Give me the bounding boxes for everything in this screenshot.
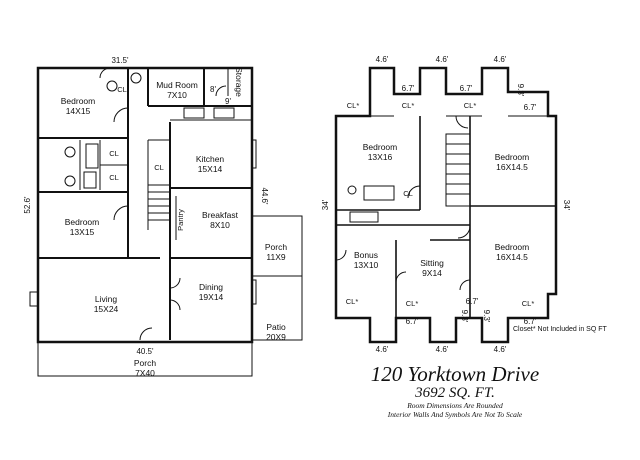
upper-dim-inner-bottom-2: 6.7' <box>466 297 479 306</box>
front-porch <box>37 341 253 377</box>
upper-dim-bottom-v-2: 9.3' <box>482 310 491 323</box>
bonus-label: Bonus <box>354 250 378 260</box>
upper-dim-inner-top-1: 6.7' <box>402 84 415 93</box>
upper-dim-top-1: 4.6' <box>376 55 389 64</box>
rounding-note: Room Dimensions Are Rounded <box>407 401 503 410</box>
upper-dim-right-top-v: 9.3' <box>516 84 525 97</box>
living-label: Living <box>95 294 117 304</box>
closet-label-3: CL <box>109 173 119 182</box>
dim-right: 44.6' <box>260 187 269 205</box>
dining-size: 19X14 <box>199 292 224 302</box>
upper-dim-inner-bottom-1: 6.7' <box>406 317 419 326</box>
upper-dim-bottom-3: 4.6' <box>494 345 507 354</box>
bedroom-size: 14X15 <box>66 106 91 116</box>
mud-room-label: Mud Room <box>156 80 198 90</box>
upper-closet-6: CL* <box>406 299 419 308</box>
address-title: 120 Yorktown Drive <box>370 362 540 386</box>
upper-closet-2: CL* <box>402 101 415 110</box>
dim-bottom: 40.5' <box>136 347 154 356</box>
closet-label-2: CL <box>109 149 119 158</box>
storage-label: Storage <box>234 67 244 97</box>
closet-label-1: CL <box>117 85 127 94</box>
upper-dim-left: 34' <box>321 199 330 210</box>
living-size: 15X24 <box>94 304 119 314</box>
plan-title-block: 120 Yorktown Drive 3692 SQ. FT. Room Dim… <box>340 363 570 419</box>
upper-bedroom2-label: Bedroom <box>495 152 530 162</box>
mud-room-size: 7X10 <box>167 90 187 100</box>
upper-dim-bottom-2: 4.6' <box>436 345 449 354</box>
dim-storage-h: 8' <box>210 85 216 94</box>
breakfast-size: 8X10 <box>210 220 230 230</box>
closet-label-4: CL <box>154 163 164 172</box>
front-porch-size: 7X40 <box>135 368 155 378</box>
upper-dim-bottom-1: 4.6' <box>376 345 389 354</box>
upper-dim-inner-top-3: 6.7' <box>524 103 537 112</box>
side-porch-size: 11X9 <box>266 252 285 262</box>
upper-closet-5: CL* <box>346 297 359 306</box>
second-floor: Bedroom 13X16 Bedroom 16X14.5 Bedroom 16… <box>321 55 571 354</box>
upper-closet-4: CL <box>403 189 413 198</box>
scale-note: Interior Walls And Symbols Are Not To Sc… <box>387 410 523 419</box>
upper-dim-inner-bottom-3: 6.7' <box>524 317 537 326</box>
upper-closet-1: CL* <box>347 101 360 110</box>
bedroom-label: Bedroom <box>61 96 96 106</box>
kitchen-size: 15X14 <box>198 164 223 174</box>
upper-dim-top-3: 4.6' <box>494 55 507 64</box>
upper-bedroom2-size: 16X14.5 <box>496 162 528 172</box>
dim-storage-w: 9' <box>225 97 231 106</box>
upper-dim-right: 34' <box>562 200 571 211</box>
pantry-label: Pantry <box>176 209 185 231</box>
bedroom2-size: 13X15 <box>70 227 95 237</box>
second-floor-outline <box>334 66 558 344</box>
dim-top: 31.5' <box>111 56 129 65</box>
sitting-size: 9X14 <box>422 268 442 278</box>
side-porch-label: Porch <box>265 242 287 252</box>
patio-label: Patio <box>266 322 286 332</box>
breakfast-label: Breakfast <box>202 210 239 220</box>
dim-left: 52.6' <box>23 196 32 214</box>
side-porch-patio <box>251 215 303 341</box>
square-footage: 3692 SQ. FT. <box>415 385 495 401</box>
patio-size: 20X9 <box>266 332 286 342</box>
upper-dim-top-2: 4.6' <box>436 55 449 64</box>
bonus-size: 13X10 <box>354 260 379 270</box>
upper-bedroom3-size: 16X14.5 <box>496 252 528 262</box>
upper-bedroom1-size: 13X16 <box>368 152 393 162</box>
front-porch-label: Porch <box>134 358 156 368</box>
sitting-label: Sitting <box>420 258 444 268</box>
bedroom2-label: Bedroom <box>65 217 100 227</box>
upper-bedroom3-label: Bedroom <box>495 242 530 252</box>
upper-bedroom1-label: Bedroom <box>363 142 398 152</box>
upper-closet-7: CL* <box>522 299 535 308</box>
dining-label: Dining <box>199 282 223 292</box>
kitchen-label: Kitchen <box>196 154 225 164</box>
upper-dim-bottom-v-1: 9.3' <box>460 310 469 323</box>
upper-dim-inner-top-2: 6.7' <box>460 84 473 93</box>
closet-note: Closet* Not Included in SQ FT <box>513 326 607 333</box>
first-floor: Bedroom 14X15 Mud Room 7X10 Storage Kitc… <box>23 56 303 378</box>
upper-closet-3: CL* <box>464 101 477 110</box>
